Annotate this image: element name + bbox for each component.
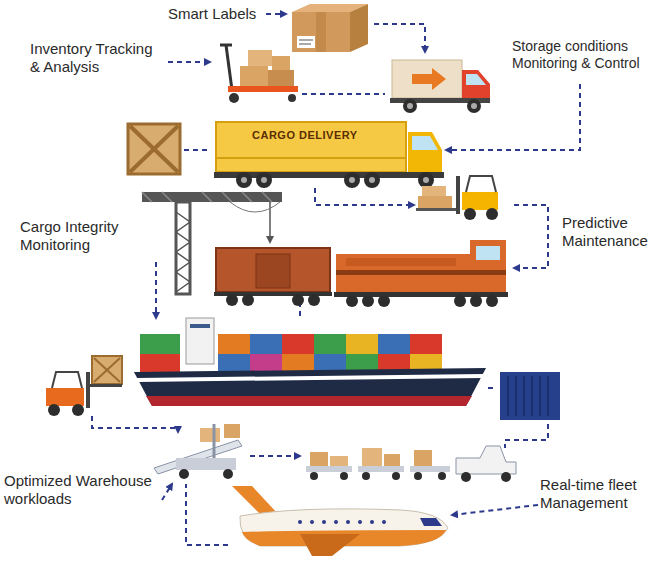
shipping-container [500, 372, 560, 420]
container-ship [134, 318, 486, 406]
callout-label: Inventory Tracking & Analysis [30, 40, 162, 76]
flow-lines [92, 14, 580, 545]
callout-label: Optimized Warehouse workloads [4, 472, 160, 508]
forklift [46, 356, 122, 416]
locomotive [334, 240, 508, 307]
callout-label: Cargo Integrity Monitoring [20, 218, 150, 254]
airplane [232, 486, 448, 556]
delivery-truck [390, 60, 490, 113]
forklift [416, 176, 498, 220]
conveyor-loader [154, 424, 242, 479]
cardboard-box [292, 4, 368, 52]
baggage-carts [306, 446, 516, 482]
wooden-crate [128, 124, 180, 174]
cargo-truck [214, 122, 444, 188]
callout-label: Real-time fleet Management [540, 476, 660, 512]
callout-label: Storage conditions Monitoring & Control [512, 38, 662, 72]
callout-label: Smart Labels [168, 5, 256, 23]
callout-label: Predictive Maintenance [562, 214, 662, 250]
truck-lettering: CARGO DELIVERY [252, 129, 358, 142]
pallet-jack [220, 45, 298, 103]
boxcar [214, 248, 332, 306]
